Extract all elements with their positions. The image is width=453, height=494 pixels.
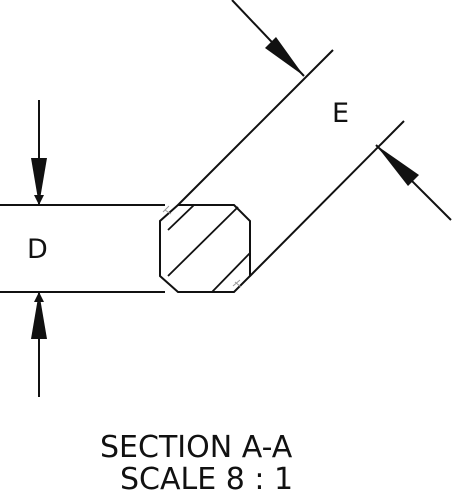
hatch-line bbox=[167, 206, 239, 277]
dimension-d-extension-lines bbox=[0, 204, 165, 293]
hatch-line bbox=[167, 204, 195, 231]
extension-line-upper-diagonal bbox=[177, 49, 334, 206]
dimension-e-arrowhead-upper bbox=[265, 37, 304, 76]
section-profile bbox=[159, 204, 251, 293]
section-scale: SCALE 8 : 1 bbox=[120, 462, 293, 494]
dimension-e-arrowhead-lower bbox=[376, 145, 419, 186]
dimension-e-arrows bbox=[231, 0, 452, 221]
section-title: SECTION A-A bbox=[100, 430, 293, 465]
dimension-e-label: E bbox=[332, 98, 349, 129]
section-outline bbox=[159, 204, 251, 293]
dimension-d-arrowhead-bottom bbox=[31, 292, 47, 339]
extension-line-lower-diagonal bbox=[249, 120, 405, 277]
tangent-mark bbox=[162, 205, 172, 215]
tangent-mark bbox=[232, 279, 242, 288]
hatch-line bbox=[211, 252, 251, 293]
dimension-d-arrowhead-top bbox=[31, 158, 47, 205]
dimension-d-arrows bbox=[31, 100, 47, 397]
dimension-d-label: D bbox=[27, 234, 48, 265]
dimension-e-extension-lines bbox=[177, 49, 405, 277]
